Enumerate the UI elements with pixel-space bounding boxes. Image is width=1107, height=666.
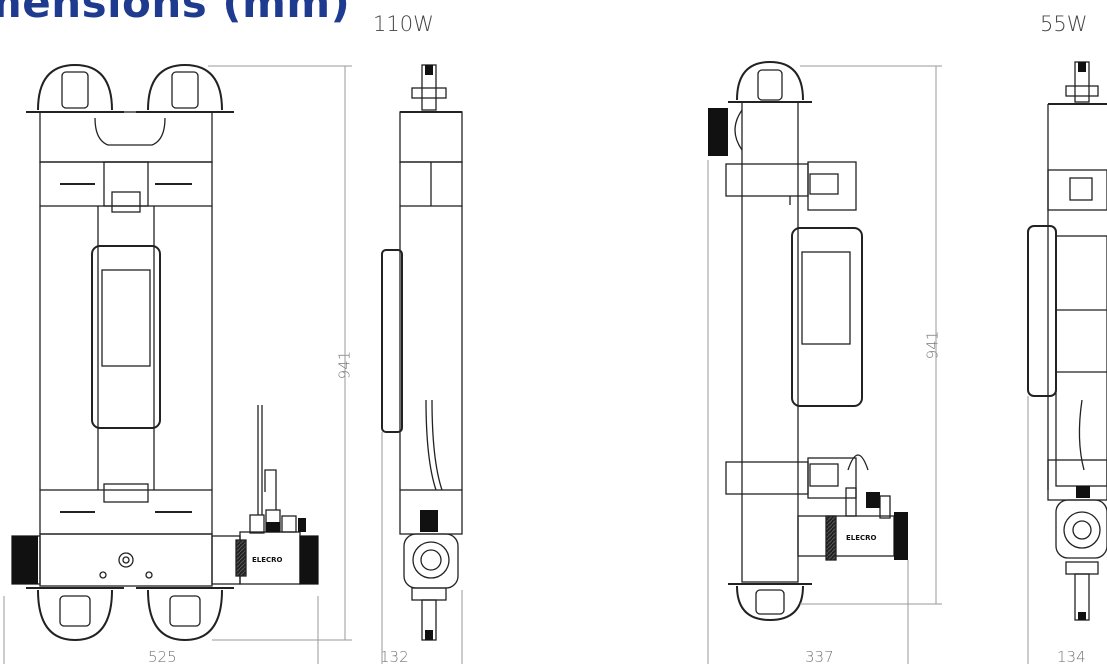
unit-110w-side-fittings [420, 65, 438, 640]
model-110w-label: 110W [373, 12, 434, 36]
unit-55w-side-fittings [1076, 62, 1090, 620]
unit-110w-side-view [381, 64, 463, 641]
dim-110w-front-width: 525 [148, 648, 177, 666]
unit-55w-side-view [1027, 61, 1107, 621]
page-title: mensions (mm) [0, 0, 351, 27]
dim-55w-side-width: 134 [1057, 648, 1086, 666]
brand-logo-55w: ELECRO [846, 534, 877, 542]
dim-55w-front-width: 337 [805, 648, 834, 666]
unit-55w-front-view [725, 60, 895, 622]
unit-110w-front-view [11, 63, 319, 642]
model-55w-label: 55W [1040, 12, 1088, 36]
dimension-lines [3, 65, 1029, 664]
brand-logo-110w: ELECRO [252, 556, 283, 564]
unit-55w-front-fittings [708, 108, 908, 560]
dim-110w-side-width: 132 [380, 648, 409, 666]
unit-110w-front-fittings [12, 518, 318, 584]
